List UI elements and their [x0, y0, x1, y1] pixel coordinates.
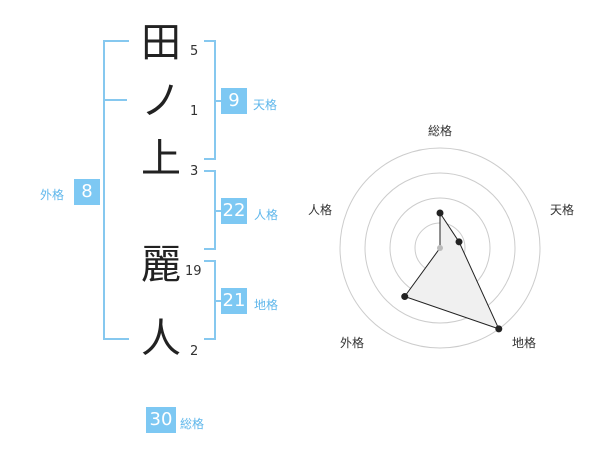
stroke-count-3: 3 [190, 164, 199, 179]
tenkaku-badge: 9 [221, 88, 247, 114]
chikaku-badge: 21 [221, 288, 247, 314]
name-char-4: 麗 [141, 242, 181, 288]
radar-label-chikaku: 地格 [512, 336, 537, 350]
radar-grid [339, 147, 541, 349]
radar-ring-3 [364, 172, 516, 324]
name-char-1: 田 [141, 20, 181, 66]
radar-label-jinkaku: 人格 [308, 203, 333, 217]
gaikaku-badge: 8 [74, 179, 100, 205]
gaikaku-label: 外格 [40, 188, 65, 202]
jinkaku-connector [216, 210, 222, 212]
jinkaku-label: 人格 [254, 208, 279, 222]
name-char-2: ノ [141, 78, 181, 124]
jinkaku-badge: 22 [221, 198, 247, 224]
tenkaku-bracket [204, 40, 216, 160]
tenkaku-connector [216, 100, 222, 102]
stroke-count-2: 1 [190, 104, 199, 119]
stroke-count-1: 5 [190, 44, 199, 59]
radar-point-2 [495, 325, 503, 333]
gaikaku-bracket [103, 40, 129, 340]
stroke-count-5: 2 [190, 344, 199, 359]
gaikaku-bracket-tick [103, 99, 127, 101]
radar-point-4 [437, 245, 443, 251]
chikaku-bracket [204, 260, 216, 340]
chikaku-label: 地格 [254, 298, 279, 312]
radar-polygon [403, 211, 500, 330]
radar-point-0 [436, 209, 444, 217]
name-char-5: 人 [141, 316, 181, 362]
soukaku-badge: 30 [146, 407, 176, 433]
name-char-3: 上 [141, 136, 181, 182]
radar-label-soukaku: 総格 [428, 124, 453, 138]
radar-point-1 [455, 238, 463, 246]
radar-label-gaikaku: 外格 [340, 336, 365, 350]
radar-point-3 [401, 293, 409, 301]
soukaku-label: 総格 [180, 417, 205, 431]
radar-label-tenkaku: 天格 [550, 203, 575, 217]
tenkaku-label: 天格 [253, 98, 278, 112]
stroke-count-4: 19 [185, 264, 202, 279]
jinkaku-bracket [204, 170, 216, 250]
radar-points [401, 209, 503, 333]
chikaku-connector [216, 300, 222, 302]
radar-ring-4 [339, 147, 541, 349]
